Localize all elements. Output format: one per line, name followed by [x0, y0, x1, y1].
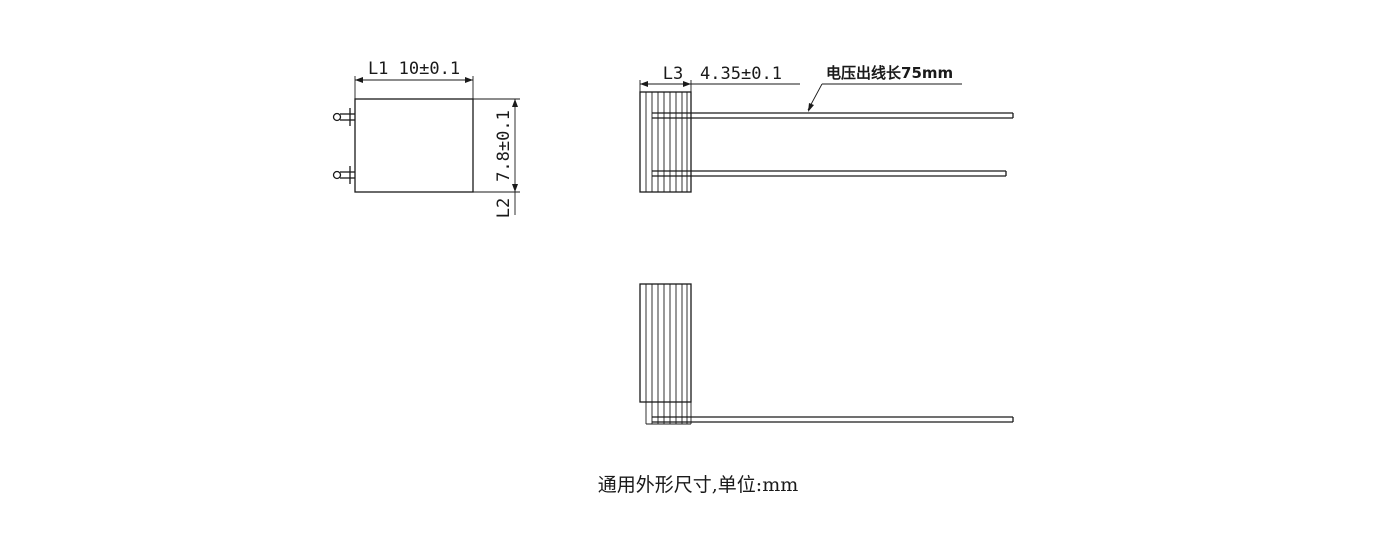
- bottom-layers: [645, 284, 692, 425]
- front-height-label: L2: [494, 198, 514, 218]
- front-lead-top: [332, 108, 355, 126]
- front-body-outline: [354, 98, 474, 193]
- side-layers: [645, 92, 688, 192]
- side-thickness-label: L3: [663, 64, 683, 84]
- side-thickness-text: 4.35±0.1: [700, 64, 782, 84]
- lead-length-leader: 电压出线长75mm: [807, 64, 962, 112]
- front-height-dimension: 7.8±0.1 L2: [473, 98, 520, 218]
- bottom-view: [639, 283, 1014, 425]
- side-lead-top: [652, 112, 1014, 119]
- dimension-caption: 通用外形尺寸,单位:mm: [597, 474, 799, 496]
- lead-length-note: 电压出线长75mm: [826, 64, 953, 82]
- bottom-lead: [652, 416, 1014, 423]
- front-width-text: L1 10±0.1: [368, 59, 460, 79]
- side-body-outline: [639, 91, 692, 193]
- front-lead-bottom: [332, 166, 355, 184]
- front-view: L1 10±0.1 7.8±0.1 L2: [332, 59, 520, 218]
- front-width-dimension: L1 10±0.1: [354, 59, 474, 99]
- side-view: L3 4.35±0.1 电压出线长75mm: [639, 64, 1014, 193]
- side-thickness-dimension: L3 4.35±0.1: [639, 64, 800, 92]
- side-lead-bottom: [652, 170, 1007, 177]
- front-height-text: 7.8±0.1: [494, 110, 514, 182]
- bottom-body-outline: [639, 283, 692, 403]
